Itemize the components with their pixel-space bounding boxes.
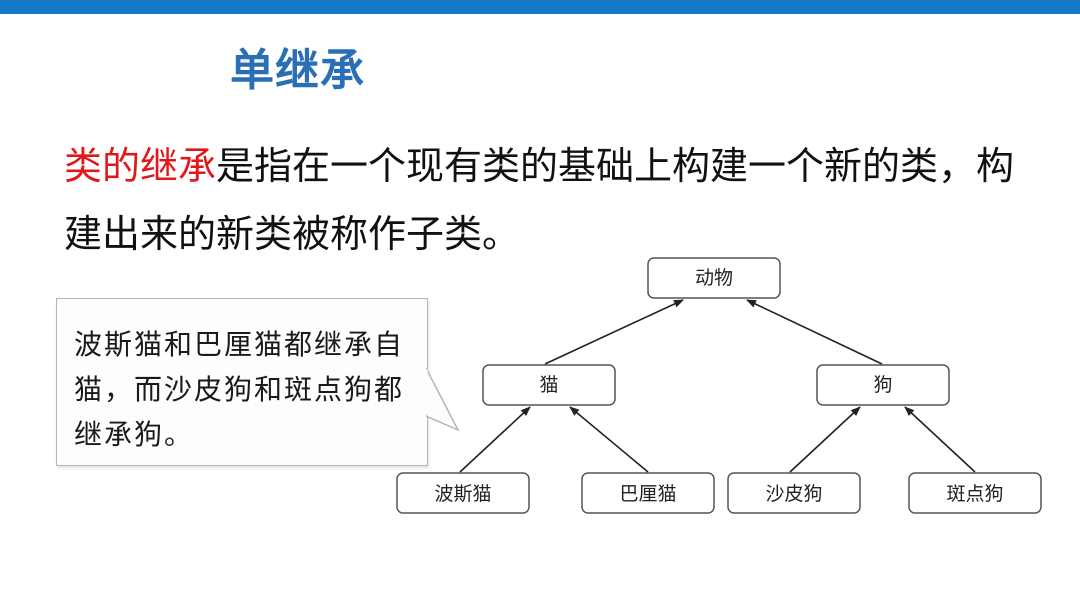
definition-text: 类的继承是指在一个现有类的基础上构建一个新的类，构建出来的新类被称作子类。 bbox=[64, 132, 1044, 268]
node-balinese-cat: 巴厘猫 bbox=[581, 472, 715, 514]
node-dalmatian: 斑点狗 bbox=[908, 472, 1042, 514]
callout-text: 波斯猫和巴厘猫都继承自猫，而沙皮狗和斑点狗都继承狗。 bbox=[74, 328, 405, 451]
node-cat: 猫 bbox=[482, 364, 616, 406]
node-shar-pei-label: 沙皮狗 bbox=[765, 483, 822, 505]
node-animal-label: 动物 bbox=[695, 267, 733, 289]
edge-sharpei-to-dog bbox=[789, 406, 861, 473]
definition-highlight: 类的继承 bbox=[64, 144, 217, 188]
definition-rest: 是指在一个现有类的基础上构建一个新的类，构建出来的新类被称作子类。 bbox=[64, 144, 1015, 256]
node-persian-cat: 波斯猫 bbox=[396, 472, 530, 514]
callout-tail bbox=[426, 368, 460, 432]
node-cat-label: 猫 bbox=[539, 374, 558, 396]
top-accent-bar bbox=[0, 0, 1080, 14]
edge-persian-to-cat bbox=[459, 406, 531, 473]
node-balinese-cat-label: 巴厘猫 bbox=[619, 483, 676, 505]
node-dog-label: 狗 bbox=[873, 374, 892, 396]
node-dog: 狗 bbox=[816, 364, 950, 406]
callout-box bbox=[56, 298, 428, 466]
edge-dalmatian-to-dog bbox=[904, 406, 976, 473]
node-persian-cat-label: 波斯猫 bbox=[434, 483, 491, 505]
node-shar-pei: 沙皮狗 bbox=[727, 472, 861, 514]
edge-cat-to-animal bbox=[544, 299, 684, 365]
node-animal: 动物 bbox=[647, 257, 781, 299]
edge-dog-to-animal bbox=[746, 299, 883, 365]
node-dalmatian-label: 斑点狗 bbox=[946, 483, 1003, 505]
edge-balinese-to-cat bbox=[569, 406, 649, 473]
slide-title: 单继承 bbox=[230, 45, 365, 96]
